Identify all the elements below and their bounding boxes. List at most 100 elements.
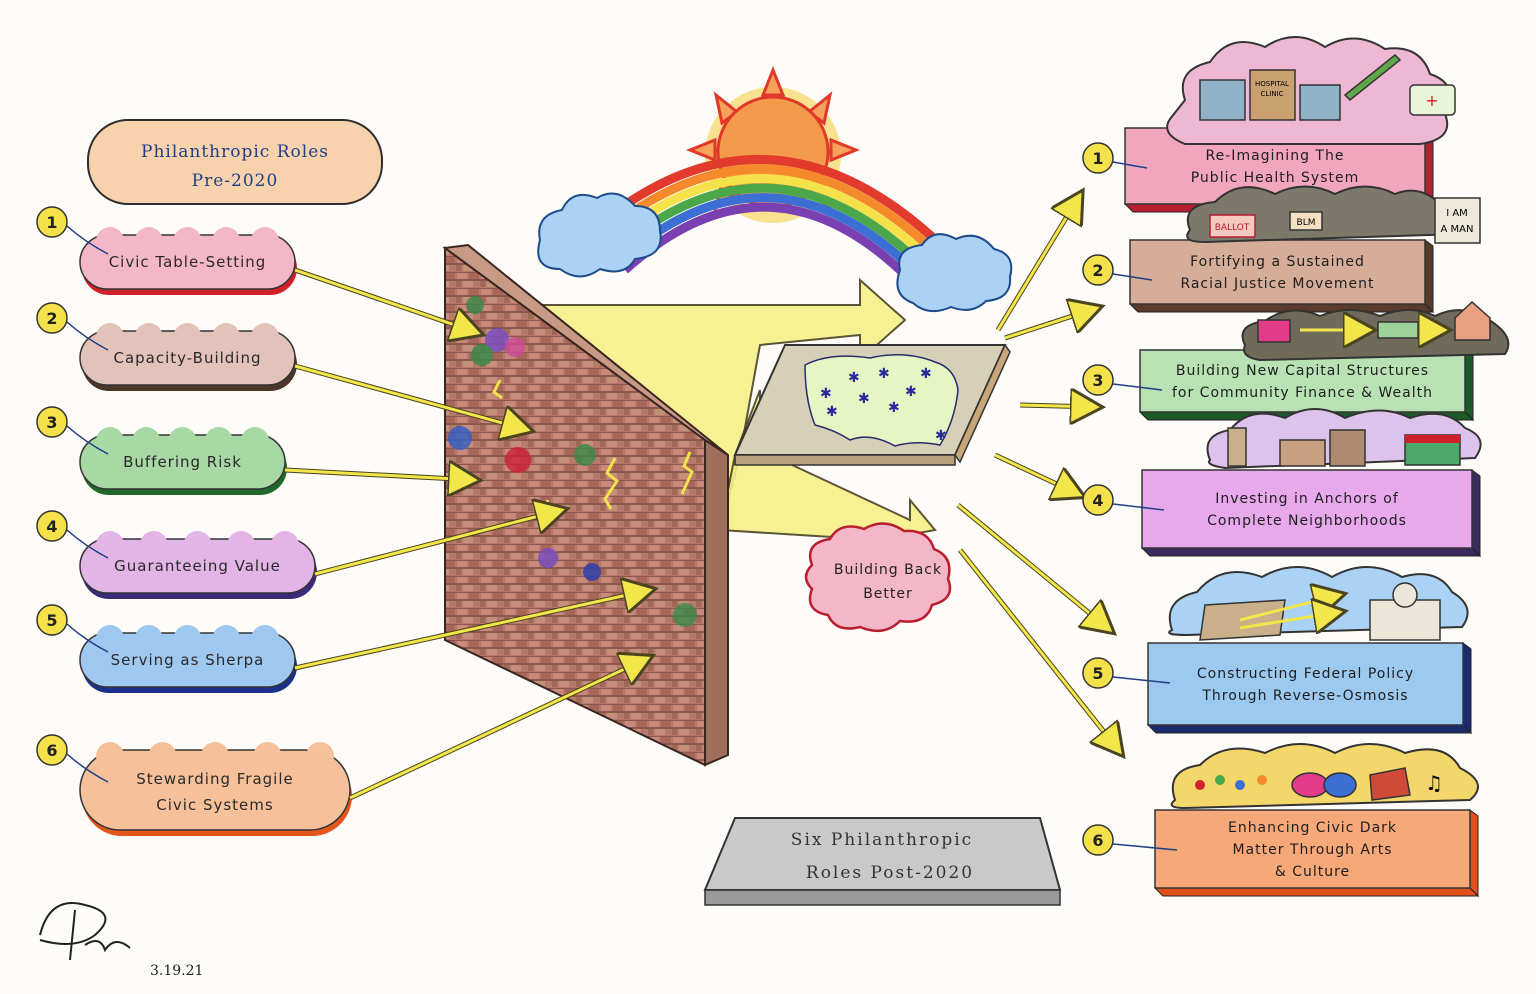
theater-mask-icon bbox=[1291, 772, 1329, 798]
svg-text:✱: ✱ bbox=[878, 366, 890, 382]
post-role-number-badge: 6 bbox=[1082, 824, 1114, 856]
pre-role-label: Buffering Risk bbox=[123, 453, 242, 471]
post-role-label-line2: for Community Finance & Wealth bbox=[1172, 385, 1433, 401]
svg-text:✱: ✱ bbox=[848, 370, 860, 386]
svg-text:CLINIC: CLINIC bbox=[1260, 90, 1283, 98]
pre-role-arrow bbox=[349, 658, 648, 800]
post-2020-plaque: Six Philanthropic Roles Post-2020 bbox=[703, 817, 1062, 906]
pre-role-label-line2: Civic Systems bbox=[156, 796, 273, 814]
pre-role-number-badge: 1 bbox=[36, 206, 68, 238]
federal-policy-illustration bbox=[1168, 566, 1469, 641]
pre-role-arrow bbox=[294, 364, 528, 430]
post-role-label-line2: Public Health System bbox=[1191, 170, 1360, 186]
pre-role-arrow bbox=[294, 590, 650, 670]
post-role-label-line1: Constructing Federal Policy bbox=[1197, 666, 1414, 682]
house-icon bbox=[1454, 300, 1491, 341]
syringe-icon bbox=[1343, 53, 1402, 102]
post-role-number-badge: 4 bbox=[1082, 484, 1114, 516]
brick-wall bbox=[442, 243, 729, 767]
post-role-number: 6 bbox=[1092, 831, 1103, 850]
post-role-label-line1: Re-Imagining The bbox=[1206, 148, 1345, 164]
plaque-line1: Six Philanthropic bbox=[791, 830, 973, 850]
svg-text:✱: ✱ bbox=[920, 366, 932, 382]
post-role-number: 4 bbox=[1092, 491, 1103, 510]
pre-role-label: Capacity-Building bbox=[113, 349, 261, 367]
i-am-a-man-sign bbox=[1434, 197, 1481, 244]
pre-role-label: Civic Table-Setting bbox=[109, 253, 267, 271]
pre-role-label: Serving as Sherpa bbox=[111, 651, 265, 669]
post-role-number-badge: 5 bbox=[1082, 657, 1114, 689]
svg-text:A MAN: A MAN bbox=[1441, 224, 1474, 235]
post-role-arrow bbox=[1004, 308, 1097, 340]
svg-text:✱: ✱ bbox=[935, 428, 947, 444]
post-role-number: 5 bbox=[1092, 664, 1103, 683]
pre-role-label: Stewarding Fragile bbox=[136, 770, 293, 788]
cloud-left-icon bbox=[537, 192, 662, 278]
cloud-right-icon bbox=[896, 233, 1013, 313]
svg-text:BALLOT: BALLOT bbox=[1215, 223, 1250, 233]
bbb-line1: Building Back bbox=[834, 562, 942, 578]
post-role-arrow bbox=[994, 453, 1080, 495]
svg-text:✱: ✱ bbox=[888, 400, 900, 416]
pre-2020-title: Philanthropic Roles Pre-2020 bbox=[87, 119, 383, 205]
post-role-label-line1: Enhancing Civic Dark bbox=[1228, 820, 1397, 836]
people-icon bbox=[1195, 775, 1267, 790]
post-role-label-line2: Through Reverse-Osmosis bbox=[1201, 688, 1408, 704]
hospital-building-icon bbox=[1199, 79, 1246, 121]
post-role-number-badge: 3 bbox=[1082, 364, 1114, 396]
post-role-label-line2: Racial Justice Movement bbox=[1180, 276, 1374, 292]
pre-role-number-badge: 6 bbox=[36, 734, 68, 766]
neighborhoods-illustration bbox=[1206, 408, 1482, 470]
pre-role-number: 1 bbox=[46, 213, 57, 232]
pre-2020-title-line2: Pre-2020 bbox=[192, 171, 279, 191]
pre-role-label: Guaranteeing Value bbox=[114, 557, 281, 575]
pre-role-number: 6 bbox=[46, 741, 57, 760]
music-note-icon: ♫ bbox=[1425, 771, 1443, 795]
svg-text:✱: ✱ bbox=[905, 384, 917, 400]
post-role-label-line1: Building New Capital Structures bbox=[1176, 363, 1429, 379]
pre-role-arrow bbox=[314, 510, 562, 576]
post-role-number: 1 bbox=[1092, 149, 1103, 168]
pre-role-arrow bbox=[284, 470, 475, 480]
pre-role-arrow bbox=[294, 268, 478, 333]
pre-role-number-badge: 5 bbox=[36, 604, 68, 636]
school-icon bbox=[1279, 439, 1326, 467]
blm-sign bbox=[1289, 211, 1323, 231]
market-icon bbox=[1257, 319, 1291, 343]
post-role-3: 3 Building New Capital Structures for Comm… bbox=[1019, 349, 1475, 420]
illustration-clouds: HOSPITAL CLINIC + BALLOT BLM I AM A MAN bbox=[1166, 36, 1510, 810]
pre-role-number-badge: 2 bbox=[36, 302, 68, 334]
piano-icon bbox=[1369, 767, 1411, 801]
post-role-arrow bbox=[996, 195, 1080, 331]
post-role-label-line2: Matter Through Arts bbox=[1232, 842, 1392, 858]
map-stars: ✱✱✱ ✱✱✱ ✱✱✱ bbox=[820, 366, 947, 444]
arts-culture-illustration: ♫ bbox=[1170, 743, 1479, 810]
post-role-number: 2 bbox=[1092, 261, 1103, 280]
pre-role-number: 5 bbox=[46, 611, 57, 630]
svg-text:+: + bbox=[1425, 91, 1438, 110]
svg-text:✱: ✱ bbox=[826, 404, 838, 420]
signature: 3.19.21 bbox=[39, 902, 203, 979]
svg-text:✱: ✱ bbox=[858, 391, 870, 407]
post-role-number-badge: 2 bbox=[1082, 254, 1114, 286]
pre-2020-title-line1: Philanthropic Roles bbox=[141, 142, 329, 162]
clinic-building-icon bbox=[1249, 69, 1296, 121]
pre-role-number: 3 bbox=[46, 413, 57, 432]
racial-justice-illustration: BALLOT BLM I AM A MAN bbox=[1186, 185, 1481, 244]
us-map-icon bbox=[804, 354, 959, 447]
sun-and-rainbow bbox=[537, 65, 1013, 313]
pre-role-number: 2 bbox=[46, 309, 57, 328]
svg-text:✱: ✱ bbox=[820, 386, 832, 402]
capital-structures-illustration bbox=[1241, 300, 1510, 362]
ambulance-icon bbox=[1409, 84, 1456, 116]
building-back-better-cloud: Building Back Better bbox=[804, 522, 952, 633]
post-role-label-line2: Complete Neighborhoods bbox=[1207, 513, 1407, 529]
